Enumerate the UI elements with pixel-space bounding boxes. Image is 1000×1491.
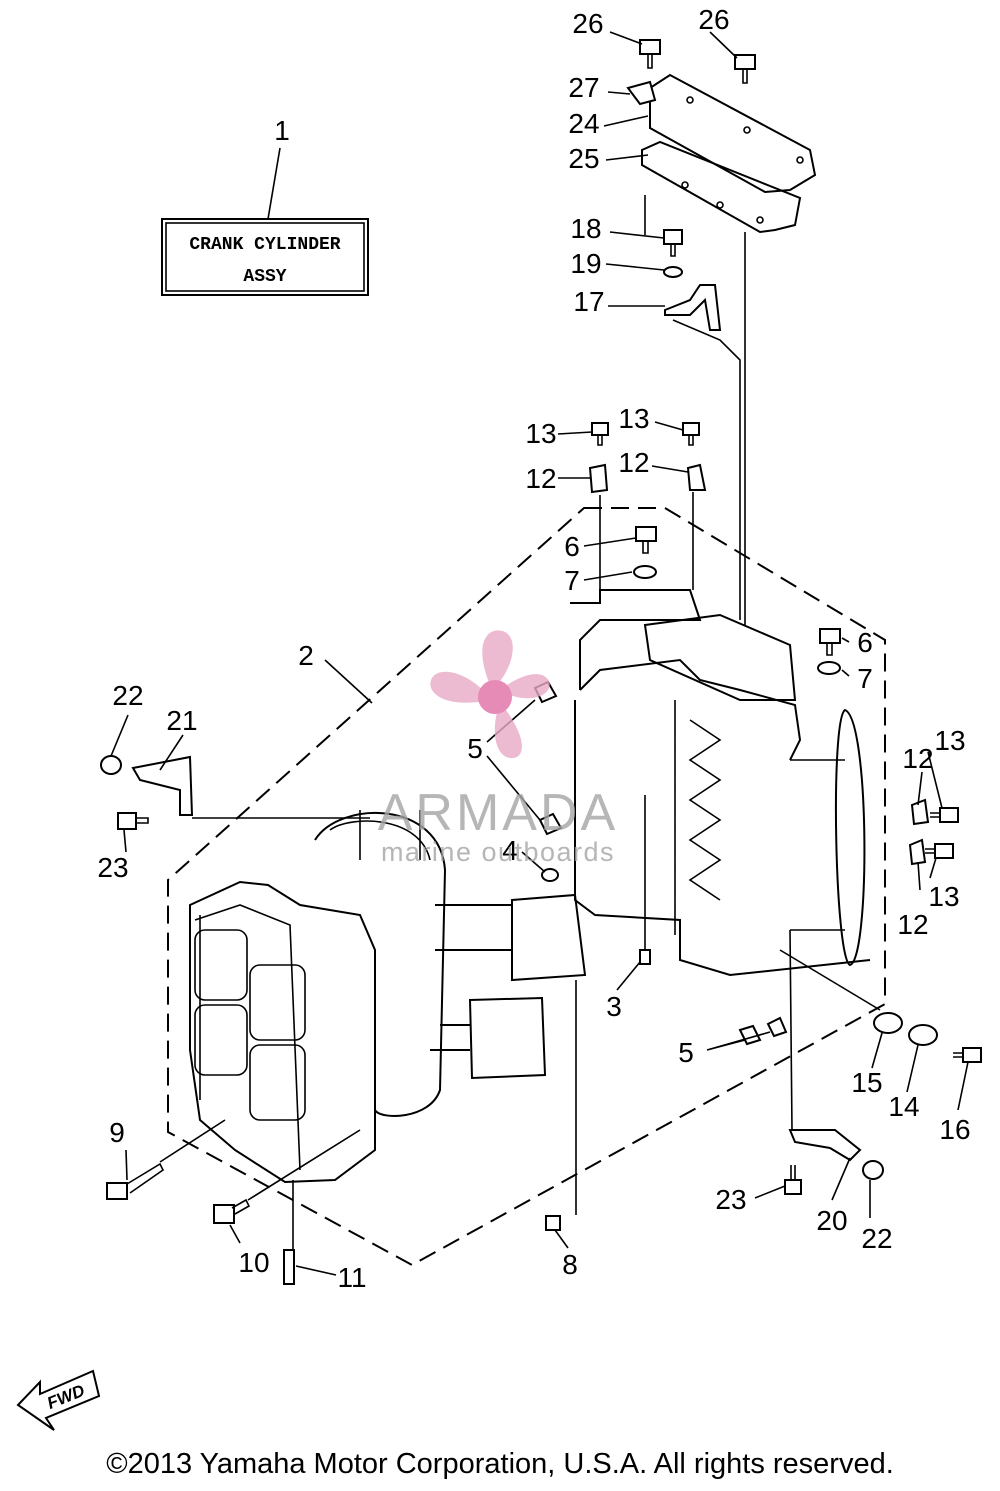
propeller-logo-icon <box>430 630 550 759</box>
bolt-13a <box>591 422 609 446</box>
watermark-name: ARMADA <box>378 784 618 842</box>
bolt-6a <box>635 526 657 554</box>
callout-5a: 5 <box>467 733 483 764</box>
plug-4 <box>541 868 559 882</box>
callout-18: 18 <box>570 213 601 244</box>
callout-27: 27 <box>568 72 599 103</box>
callout-11: 11 <box>337 1262 366 1293</box>
bolt-16 <box>953 1047 982 1063</box>
bolt-9 <box>106 1162 165 1200</box>
callout-14: 14 <box>888 1091 919 1122</box>
callout-12a: 12 <box>525 463 556 494</box>
callout-1: 1 <box>274 115 290 146</box>
title-line-1: CRANK CYLINDER <box>189 235 340 255</box>
cover-15 <box>873 1012 903 1034</box>
callout-12d: 12 <box>897 909 928 940</box>
callout-12b: 12 <box>618 447 649 478</box>
washer-19 <box>663 266 683 278</box>
callout-21: 21 <box>166 705 197 736</box>
clip-12d <box>908 838 927 866</box>
callout-22a: 22 <box>112 680 143 711</box>
callout-labels: 1 2 3 4 5 5 6 6 7 7 8 9 10 11 12 12 12 1… <box>97 4 970 1293</box>
bolt-23b <box>784 1165 802 1195</box>
callout-6b: 6 <box>857 627 873 658</box>
callout-23b: 23 <box>715 1184 746 1215</box>
callout-24: 24 <box>568 108 599 139</box>
callout-19: 19 <box>570 248 601 279</box>
callout-6a: 6 <box>564 531 580 562</box>
leader-lines <box>110 31 969 1276</box>
bracket-17 <box>664 284 722 331</box>
callout-2: 2 <box>298 640 314 671</box>
callout-25: 25 <box>568 143 599 174</box>
joint-20 <box>788 1129 862 1162</box>
cap-22a <box>100 755 122 775</box>
callout-7b: 7 <box>857 663 873 694</box>
exhaust-cover <box>641 73 817 234</box>
assembly-title-box: CRANK CYLINDER ASSY <box>161 218 369 296</box>
washer-7a <box>633 565 657 579</box>
elbow-27 <box>626 80 657 106</box>
callout-15: 15 <box>851 1067 882 1098</box>
bolt-18 <box>663 229 683 257</box>
pin-3 <box>639 949 651 965</box>
title-line-2: ASSY <box>243 267 286 287</box>
bolt-10 <box>213 1198 251 1224</box>
cylinder-block <box>189 589 871 1184</box>
watermark-tagline: marine outboards <box>381 837 615 867</box>
callout-16: 16 <box>939 1114 970 1145</box>
callout-26b: 26 <box>698 4 729 35</box>
callout-10: 10 <box>238 1247 269 1278</box>
callout-13c: 13 <box>934 725 965 756</box>
callout-20: 20 <box>816 1205 847 1236</box>
callout-13b: 13 <box>618 403 649 434</box>
callout-26a: 26 <box>572 8 603 39</box>
callout-13a: 13 <box>525 418 556 449</box>
callout-4: 4 <box>502 835 518 866</box>
cap-22b <box>862 1160 884 1180</box>
bolt-26b <box>734 54 756 84</box>
stud-11 <box>283 1249 295 1285</box>
bolt-26a <box>639 39 661 69</box>
nipple-5d <box>766 1016 788 1038</box>
joint-21 <box>131 755 194 816</box>
fwd-arrow-icon: FWD <box>16 1369 101 1431</box>
bolt-13c <box>930 807 959 823</box>
clip-12b <box>686 463 707 491</box>
bolt-13d <box>925 843 954 859</box>
bolt-23a <box>117 812 149 830</box>
callout-12c: 12 <box>902 743 933 774</box>
callout-9: 9 <box>109 1117 125 1148</box>
nipple-5b <box>538 812 563 836</box>
copyright-notice: ©2013 Yamaha Motor Corporation, U.S.A. A… <box>106 1448 894 1480</box>
callout-3: 3 <box>606 991 622 1022</box>
washer-7b <box>817 661 841 675</box>
callout-23a: 23 <box>97 852 128 883</box>
assembly-boundary <box>167 507 886 1267</box>
cap-8 <box>545 1215 561 1231</box>
callout-22b: 22 <box>861 1223 892 1254</box>
cover-14 <box>908 1024 938 1046</box>
clip-12a <box>588 463 609 494</box>
callout-5b: 5 <box>678 1037 694 1068</box>
bolt-13b <box>682 422 700 446</box>
callout-7a: 7 <box>564 565 580 596</box>
fwd-label: FWD <box>44 1381 87 1413</box>
callout-13d: 13 <box>928 881 959 912</box>
bolt-6b <box>819 628 841 656</box>
callout-17: 17 <box>573 286 604 317</box>
clip-12c <box>910 798 930 826</box>
callout-8: 8 <box>562 1249 578 1280</box>
armada-watermark: ARMADA marine outboards <box>378 630 618 867</box>
